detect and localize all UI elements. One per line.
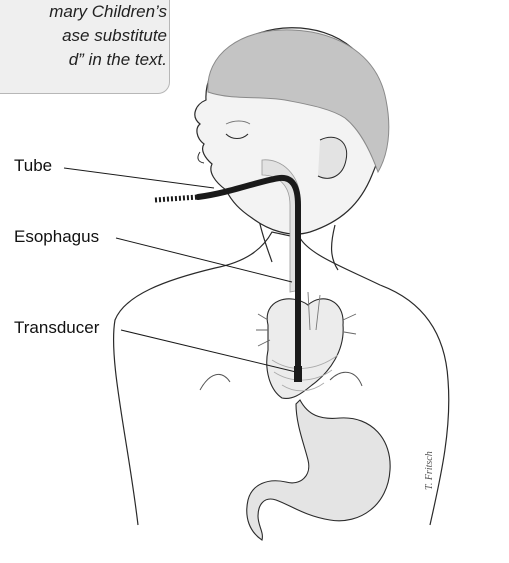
transducer-tip bbox=[294, 366, 302, 382]
stomach bbox=[247, 400, 390, 540]
tube-label: Tube bbox=[14, 156, 52, 176]
tube-leader bbox=[64, 168, 214, 188]
probe-cable bbox=[155, 197, 198, 200]
heart bbox=[267, 299, 343, 399]
artist-signature: T. Fritsch bbox=[424, 451, 435, 490]
transducer-label: Transducer bbox=[14, 318, 99, 338]
esophagus-label: Esophagus bbox=[14, 227, 99, 247]
